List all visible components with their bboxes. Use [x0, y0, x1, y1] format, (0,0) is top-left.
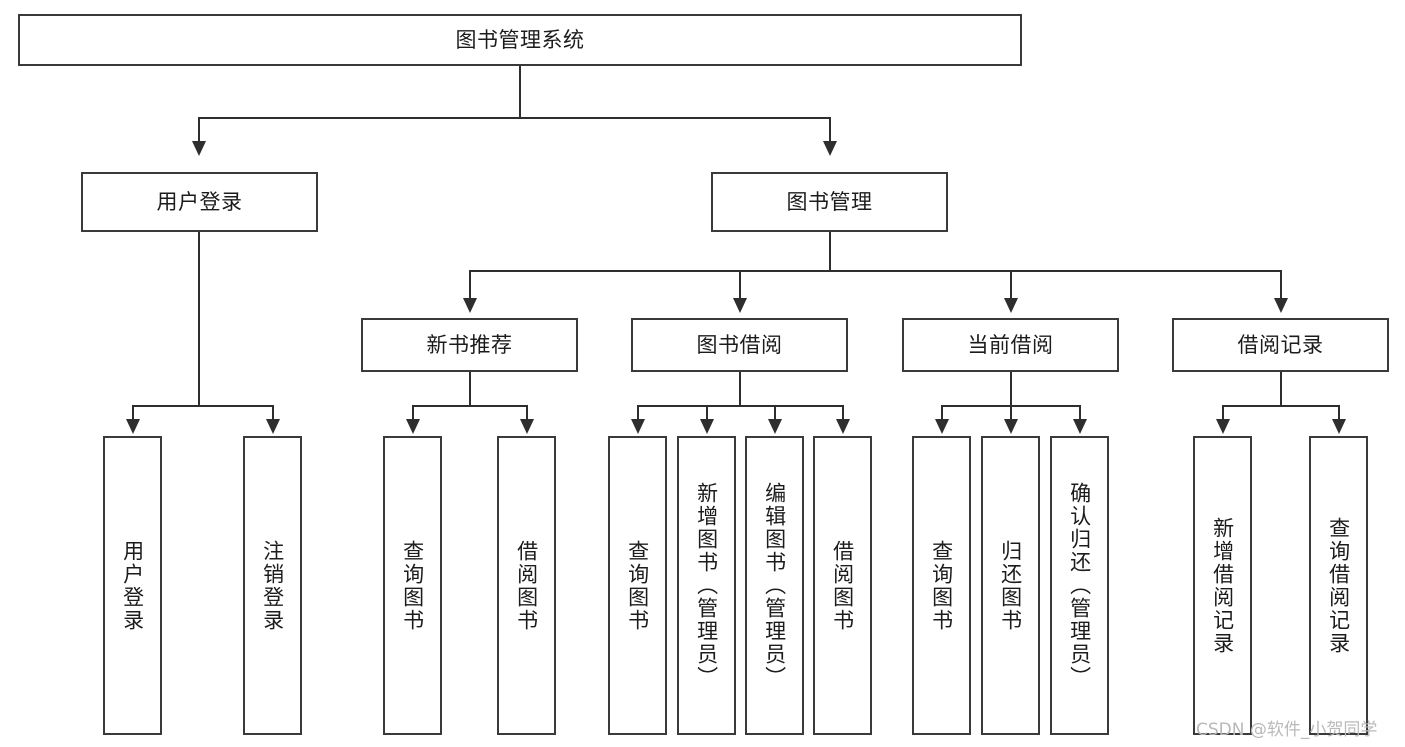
- node-current-borrow[interactable]: 当前借阅: [902, 318, 1119, 372]
- arrowhead-cb-3: [1073, 419, 1087, 434]
- connector-drop-user-login: [198, 117, 200, 143]
- node-label: 注销登录: [260, 539, 285, 632]
- node-book-borrow[interactable]: 图书借阅: [631, 318, 848, 372]
- leaf-edit-book-admin[interactable]: 编辑图书（管理员）: [745, 436, 804, 735]
- node-label: 归还图书: [998, 539, 1023, 632]
- arrowhead-user-login: [192, 141, 206, 156]
- connector-drop-borrow-record: [1280, 270, 1282, 300]
- node-label: 借阅记录: [1237, 332, 1324, 357]
- arrowhead-book-management: [823, 141, 837, 156]
- node-label: 查询借阅记录: [1326, 516, 1351, 655]
- connector-drop-cb-2: [1010, 405, 1012, 421]
- connector-drop-br-1: [1222, 405, 1224, 421]
- leaf-return-book[interactable]: 归还图书: [981, 436, 1040, 735]
- connector-drop-bb-4: [842, 405, 844, 421]
- node-label: 新书推荐: [426, 332, 513, 357]
- connector-stem-user-login: [198, 232, 200, 406]
- connector-bus-level1: [198, 117, 831, 119]
- node-user-login[interactable]: 用户登录: [81, 172, 318, 232]
- connector-bus-book-borrow: [637, 405, 843, 407]
- connector-stem-borrow-record: [1280, 372, 1282, 406]
- leaf-query-book-current[interactable]: 查询图书: [912, 436, 971, 735]
- leaf-query-book-recommend[interactable]: 查询图书: [383, 436, 442, 735]
- connector-drop-book-borrow: [739, 270, 741, 300]
- node-borrow-record[interactable]: 借阅记录: [1172, 318, 1389, 372]
- leaf-confirm-return-admin[interactable]: 确认归还（管理员）: [1050, 436, 1109, 735]
- node-label: 图书管理: [786, 189, 873, 214]
- connector-drop-br-2: [1338, 405, 1340, 421]
- leaf-user-login[interactable]: 用户登录: [103, 436, 162, 735]
- node-label: 编辑图书（管理员）: [762, 482, 787, 689]
- arrowhead-br-2: [1332, 419, 1346, 434]
- arrowhead-bb-3: [768, 419, 782, 434]
- arrowhead-book-borrow: [733, 298, 747, 313]
- connector-stem-new-book: [469, 372, 471, 406]
- node-label: 图书管理系统: [455, 27, 585, 52]
- connector-drop-newbook-2: [526, 405, 528, 421]
- connector-stem-book-management: [829, 232, 831, 271]
- connector-stem-book-borrow: [739, 372, 741, 406]
- connector-root-stem: [519, 66, 521, 118]
- arrowhead-bb-4: [836, 419, 850, 434]
- node-label: 新增借阅记录: [1210, 516, 1235, 655]
- node-label: 借阅图书: [514, 539, 539, 632]
- node-label: 用户登录: [120, 539, 145, 632]
- connector-drop-login-1: [132, 405, 134, 421]
- leaf-borrow-book[interactable]: 借阅图书: [813, 436, 872, 735]
- connector-bus-user-login: [132, 405, 274, 407]
- arrowhead-br-1: [1216, 419, 1230, 434]
- leaf-add-borrow-record[interactable]: 新增借阅记录: [1193, 436, 1252, 735]
- leaf-query-borrow-record[interactable]: 查询借阅记录: [1309, 436, 1368, 735]
- connector-drop-cb-3: [1079, 405, 1081, 421]
- node-new-book-recommend[interactable]: 新书推荐: [361, 318, 578, 372]
- node-label: 借阅图书: [830, 539, 855, 632]
- arrowhead-borrow-record: [1274, 298, 1288, 313]
- connector-bus-level3: [469, 270, 1281, 272]
- connector-drop-book-management: [829, 117, 831, 143]
- arrowhead-newbook-1: [406, 419, 420, 434]
- node-label: 图书借阅: [696, 332, 783, 357]
- leaf-query-book-borrow[interactable]: 查询图书: [608, 436, 667, 735]
- connector-bus-borrow-record: [1222, 405, 1340, 407]
- connector-drop-new-book: [469, 270, 471, 300]
- arrowhead-new-book: [463, 298, 477, 313]
- leaf-logout[interactable]: 注销登录: [243, 436, 302, 735]
- arrowhead-current-borrow: [1004, 298, 1018, 313]
- node-label: 用户登录: [156, 189, 243, 214]
- connector-drop-cb-1: [941, 405, 943, 421]
- connector-bus-new-book: [412, 405, 528, 407]
- connector-drop-bb-2: [706, 405, 708, 421]
- connector-drop-newbook-1: [412, 405, 414, 421]
- arrowhead-cb-2: [1004, 419, 1018, 434]
- node-label: 新增图书（管理员）: [694, 482, 719, 689]
- node-label: 当前借阅: [967, 332, 1054, 357]
- arrowhead-newbook-2: [520, 419, 534, 434]
- node-label: 查询图书: [400, 539, 425, 632]
- arrowhead-cb-1: [935, 419, 949, 434]
- node-label: 确认归还（管理员）: [1067, 482, 1092, 689]
- node-label: 查询图书: [929, 539, 954, 632]
- connector-drop-login-2: [272, 405, 274, 421]
- connector-stem-current-borrow: [1010, 372, 1012, 406]
- connector-drop-bb-3: [774, 405, 776, 421]
- arrowhead-bb-1: [631, 419, 645, 434]
- node-book-management[interactable]: 图书管理: [711, 172, 948, 232]
- connector-drop-bb-1: [637, 405, 639, 421]
- connector-drop-current-borrow: [1010, 270, 1012, 300]
- arrowhead-login-2: [266, 419, 280, 434]
- arrowhead-login-1: [126, 419, 140, 434]
- arrowhead-bb-2: [700, 419, 714, 434]
- node-root-book-management-system[interactable]: 图书管理系统: [18, 14, 1022, 66]
- leaf-add-book-admin[interactable]: 新增图书（管理员）: [677, 436, 736, 735]
- node-label: 查询图书: [625, 539, 650, 632]
- leaf-borrow-book-recommend[interactable]: 借阅图书: [497, 436, 556, 735]
